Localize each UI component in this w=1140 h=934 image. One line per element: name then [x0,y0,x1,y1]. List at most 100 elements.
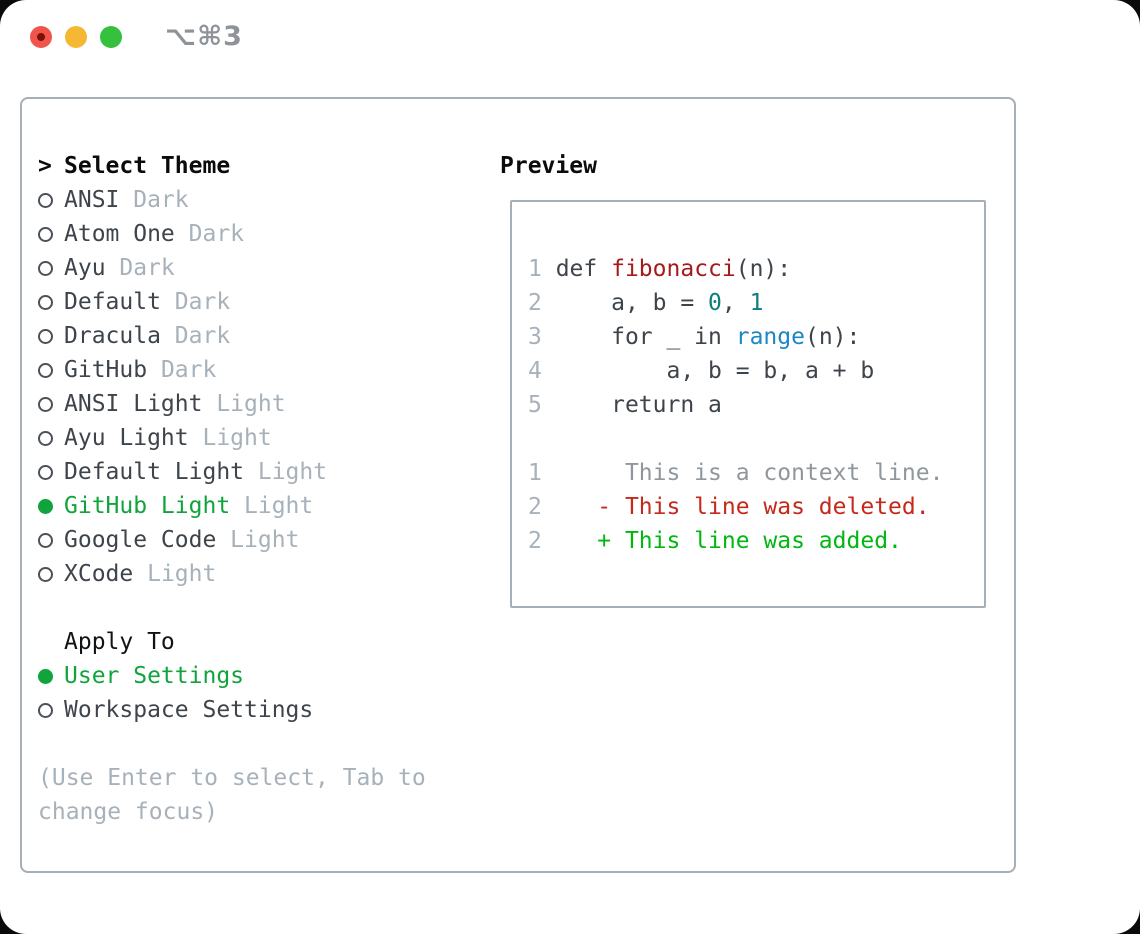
close-button[interactable] [30,26,52,48]
theme-variant: Light [188,425,272,451]
theme-name: Default Light [64,459,245,485]
code-token: 1 [749,290,764,316]
theme-option-atom-one[interactable]: Atom One Dark [38,217,438,251]
code-token: , [721,290,750,316]
theme-name: XCode [64,561,134,587]
preview-line: 3 for _ in range(n): [528,320,984,354]
radio-icon [38,396,53,412]
minimize-button[interactable] [65,26,87,48]
theme-variant: Dark [160,289,231,315]
code-token: 2 [528,528,542,554]
code-token: return a [541,392,722,418]
preview-line: 2 + This line was added. [528,524,984,558]
theme-variant: Light [202,391,286,417]
code-token: 1 [528,256,542,282]
select-theme-title: Select Theme [64,153,231,179]
radio-selected-icon [38,668,53,684]
preview-line: 1 This is a context line. [528,456,984,490]
preview-line [528,422,984,456]
radio-icon [38,294,53,310]
code-token: def [541,256,612,282]
code-token: 1 [528,460,542,486]
theme-option-ayu-light[interactable]: Ayu Light Light [38,421,438,455]
code-token: for _ in [541,324,736,350]
code-token: 2 [528,290,542,316]
apply-option-label: Workspace Settings [64,697,314,723]
radio-icon [38,192,53,208]
code-token: a, b = [541,290,709,316]
zoom-button[interactable] [100,26,122,48]
theme-variant: Dark [160,323,231,349]
title-bar: ⌥⌘3 [0,0,1140,75]
apply-option-label: User Settings [64,663,245,689]
code-token: + This line was added. [541,528,902,554]
radio-icon [38,362,53,378]
radio-icon [38,532,53,548]
apply-option-user-settings[interactable]: User Settings [38,659,438,693]
theme-name: Dracula [64,323,161,349]
theme-variant: Dark [105,255,175,281]
select-theme-header: > Select Theme [38,149,438,183]
theme-option-default[interactable]: Default Dark [38,285,438,319]
code-token: 4 [528,358,542,384]
preview-line: 5 return a [528,388,984,422]
theme-name: ANSI Light [64,391,203,417]
theme-variant: Dark [119,187,189,213]
code-token: a, b = b, a + b [541,358,875,384]
preview-title: Preview [500,153,597,179]
radio-icon [38,702,53,718]
preview-line: 2 - This line was deleted. [528,490,984,524]
theme-option-ansi[interactable]: ANSI Dark [38,183,438,217]
theme-name: GitHub Light [64,493,231,519]
theme-variant: Light [244,459,328,485]
radio-icon [38,260,53,276]
theme-option-github-light[interactable]: GitHub Light Light [38,489,438,523]
apply-to-header: Apply To [64,629,175,655]
theme-variant: Light [133,561,217,587]
radio-icon [38,226,53,242]
code-token: This is a context line. [541,460,944,486]
theme-name: Ayu Light [64,425,189,451]
theme-name: Atom One [64,221,175,247]
theme-option-google-code[interactable]: Google Code Light [38,523,438,557]
theme-name: GitHub [64,357,148,383]
apply-option-workspace-settings[interactable]: Workspace Settings [38,693,438,727]
spacer [38,727,438,761]
code-token: 3 [528,324,542,350]
theme-name: ANSI [64,187,120,213]
theme-variant: Dark [147,357,217,383]
keyboard-hint: (Use Enter to select, Tab to change focu… [38,765,426,825]
theme-option-default-light[interactable]: Default Light Light [38,455,438,489]
theme-name: Default [64,289,161,315]
code-token: 5 [528,392,542,418]
code-token: 0 [708,290,722,316]
focus-prompt-icon: > [38,153,52,179]
code-token: - This line was deleted. [541,494,930,520]
theme-option-ayu[interactable]: Ayu Dark [38,251,438,285]
code-token: range [735,324,805,350]
theme-option-ansi-light[interactable]: ANSI Light Light [38,387,438,421]
theme-variant: Dark [174,221,245,247]
theme-option-xcode[interactable]: XCode Light [38,557,438,591]
window-title: ⌥⌘3 [165,21,243,52]
theme-option-github[interactable]: GitHub Dark [38,353,438,387]
radio-icon [38,566,53,582]
theme-name: Ayu [64,255,106,281]
code-token: fibonacci [611,256,736,282]
radio-icon [38,464,53,480]
theme-option-dracula[interactable]: Dracula Dark [38,319,438,353]
theme-variant: Light [216,527,300,553]
spacer [38,591,438,625]
preview-column: Preview 1 def fibonacci(n):2 a, b = 0, 1… [500,149,986,608]
code-token: (n): [735,256,792,282]
radio-selected-icon [38,498,53,514]
code-token: (n): [804,324,861,350]
preview-line: 2 a, b = 0, 1 [528,286,984,320]
theme-name: Google Code [64,527,217,553]
